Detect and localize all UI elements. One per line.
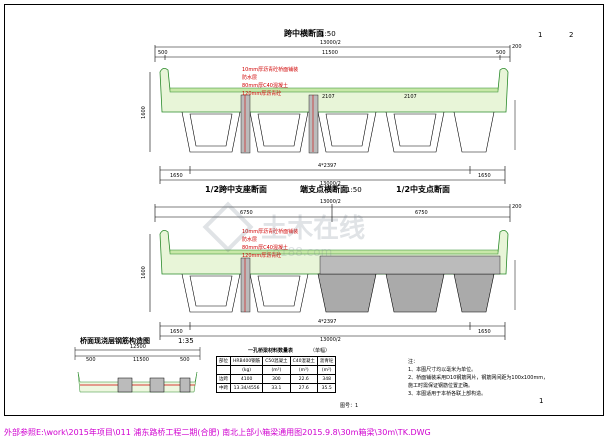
footer-path: 外部参照E:\work\2015年项目\011 浦东路桥工程二期(合肥) 南北上… (4, 428, 431, 437)
note-item: 3、本图适用于本桥各联上部构造。 (408, 391, 487, 397)
top-section-title: 跨中横断面 (284, 29, 324, 38)
table-cell: 27.6 (289, 383, 318, 393)
bottom-scale: 1:50 (346, 186, 362, 194)
bottom-dim-right: 6750 (415, 210, 428, 216)
footer-bar: 外部参照E:\work\2015年项目\011 浦东路桥工程二期(合肥) 南北上… (0, 425, 610, 439)
param-table-title: 一孔桥梁材料数量表 (248, 348, 294, 354)
bottom-dim-side: 200 (512, 204, 522, 210)
param-header-cell: 部位 (216, 356, 231, 366)
note-item: 1、本图尺寸均以毫米为单位。 (408, 367, 477, 373)
bottom-dim-left: 6750 (240, 210, 253, 216)
page-bottom-number: 1 (539, 397, 544, 405)
table-cell-value: 13.34 (233, 385, 247, 391)
param-table-unit: （单幅） (310, 348, 331, 354)
table-cell: 4100 (229, 374, 264, 384)
sheet-label: 图号：1 (340, 403, 359, 409)
param-subheader-cell: (kg) (229, 365, 264, 375)
top-dim-bottom-right: 1650 (478, 173, 491, 179)
bottom-right-title: 1/2中支点断面 (396, 185, 451, 194)
param-subheader-cell: (m³) (289, 365, 318, 375)
bottom-layer-2: 防水层 (242, 237, 258, 243)
page-number-2: 2 (569, 31, 574, 39)
param-subheader-cell (216, 365, 231, 375)
top-dim-bottom-center: 4*2397 (318, 163, 337, 169)
watermark-sub: co188.com (266, 245, 333, 259)
detail-title: 桥面现浇层钢筋构造图 (80, 337, 150, 345)
page-number-1: 1 (538, 31, 543, 39)
param-subheader-row: (kg) (m³) (m³) (m²) (216, 365, 337, 375)
top-height: 1600 (140, 106, 147, 119)
table-cell: 348 (316, 374, 337, 384)
bottom-dim-bottom-center: 4*2397 (318, 319, 337, 325)
top-dim-center: 11500 (322, 50, 338, 56)
bottom-center-title: 端支点横断面 (300, 185, 348, 194)
top-layer-2: 防水层 (242, 75, 258, 81)
table-cell: 中跨 (216, 383, 231, 393)
bottom-dim-bottom-left: 1650 (170, 329, 183, 335)
watermark-logo-icon (202, 201, 254, 252)
param-header-row: 部位 HRB400钢筋 C50混凝土 C40混凝土 沥青砼 (216, 356, 337, 366)
bottom-layer-3: 80mm厚C40混凝土 (242, 245, 288, 251)
param-header-cell: HRB400钢筋 (229, 356, 264, 366)
table-cell: 边跨 (216, 374, 231, 384)
param-subheader-cell: (m³) (262, 365, 291, 375)
detail-dim-right: 500 (180, 357, 190, 363)
bottom-layer-1: 10mm厚沥青砼桥面铺装 (242, 229, 299, 235)
top-dim-total: 13000/2 (320, 40, 341, 46)
notes: 注： 1、本图尺寸均以毫米为单位。 2、桥面铺装采用D10钢筋网片，钢筋网间距为… (408, 358, 548, 398)
top-dim-right: 500 (496, 50, 506, 56)
detail-scale: 1:35 (178, 337, 194, 345)
table-row: 边跨 4100 300 22.6 348 (216, 374, 337, 384)
top-layer-3: 80mm厚C40混凝土 (242, 83, 288, 89)
param-header-cell: 沥青砼 (316, 356, 337, 366)
table-cell: 33.1 (262, 383, 291, 393)
bottom-dim-total: 13000/2 (320, 199, 341, 205)
note-item: 施工时需保证钢筋位置正确。 (408, 383, 474, 389)
top-dim-side: 200 (512, 44, 522, 50)
detail-dim-center: 11500 (133, 357, 149, 363)
top-rebar-1: 2107 (322, 94, 335, 100)
watermark-text: 土木在线 (261, 214, 366, 244)
detail-section (74, 347, 201, 393)
param-subheader-cell: (m²) (316, 365, 337, 375)
table-cell: 13.34/4556 (229, 383, 264, 393)
bottom-dim-bottom-total: 13000/2 (320, 337, 341, 343)
bottom-height: 1600 (140, 266, 147, 279)
note-item: 2、桥面铺装采用D10钢筋网片，钢筋网间距为100x100mm， (408, 375, 549, 381)
table-cell: 35.5 (316, 383, 337, 393)
table-row: 中跨 13.34/4556 33.1 27.6 35.5 (216, 383, 337, 393)
top-section-scale: 1:50 (320, 30, 336, 38)
top-layer-4: 120mm厚沥青砼 (242, 91, 282, 97)
param-header-cell: C50混凝土 (262, 356, 291, 366)
top-dim-left: 500 (158, 50, 168, 56)
top-dim-bottom-left: 1650 (170, 173, 183, 179)
detail-dim-total: 12500 (130, 344, 146, 350)
top-rebar-2: 2107 (404, 94, 417, 100)
param-table: 部位 HRB400钢筋 C50混凝土 C40混凝土 沥青砼 (kg) (m³) … (216, 356, 337, 393)
top-dim-bottom-total: 13000/2 (320, 181, 341, 187)
bottom-layer-4: 120mm厚沥青砼 (242, 253, 282, 259)
top-cross-section (149, 45, 511, 184)
notes-title: 注： (408, 359, 419, 365)
param-header-cell: C40混凝土 (289, 356, 318, 366)
table-cell: 300 (262, 374, 291, 384)
table-cell-value: 4556 (248, 385, 260, 391)
bottom-cross-section (149, 204, 511, 340)
drawing-frame (4, 4, 604, 416)
bottom-dim-bottom-right: 1650 (478, 329, 491, 335)
top-layer-1: 10mm厚沥青砼桥面铺装 (242, 67, 299, 73)
detail-dim-left: 500 (86, 357, 96, 363)
table-cell: 22.6 (289, 374, 318, 384)
watermark: 土木在线 co188.com (202, 201, 366, 259)
bottom-left-title: 1/2跨中支座断面 (205, 185, 268, 194)
